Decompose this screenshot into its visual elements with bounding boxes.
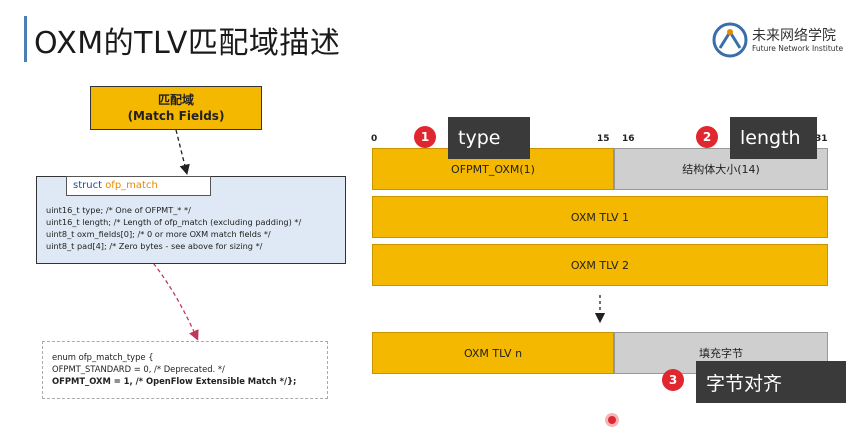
struct-name: ofp_match xyxy=(105,180,158,191)
field-padding-label: 填充字节 xyxy=(699,347,743,360)
laser-pointer-dot xyxy=(608,416,616,424)
bit-label-31: 31 xyxy=(815,134,828,144)
enum-line: OFPMT_STANDARD = 0, /* Deprecated. */ xyxy=(52,364,225,374)
code-line: uint16_t type; /* One of OFPMT_* */ xyxy=(46,205,191,215)
logo-chinese-name: 未来网络学院 xyxy=(752,28,836,44)
match-fields-box: 匹配域 (Match Fields) xyxy=(90,86,262,130)
match-fields-arrow xyxy=(175,129,190,176)
bit-label-15: 15 xyxy=(597,134,610,144)
callout-badge-2: 2 xyxy=(696,126,718,148)
enum-line: OFPMT_OXM = 1, /* OpenFlow Extensible Ma… xyxy=(52,376,297,386)
field-oxm-tlv-2: OXM TLV 2 xyxy=(372,244,828,286)
field-length-label: 结构体大小(14) xyxy=(682,163,760,176)
field-oxm-tlv-1-label: OXM TLV 1 xyxy=(570,210,630,224)
logo-english-name: Future Network Institute xyxy=(752,44,844,53)
struct-keyword: struct xyxy=(73,180,102,191)
callout-length: length xyxy=(730,117,817,159)
struct-name-tag: struct ofp_match xyxy=(66,176,211,196)
title-accent-bar xyxy=(24,16,27,62)
callout-badge-3: 3 xyxy=(662,369,684,391)
code-line: uint16_t length; /* Length of ofp_match … xyxy=(46,217,302,227)
struct-code: uint16_t type; /* One of OFPMT_* */ uint… xyxy=(46,204,301,252)
match-fields-title: 匹配域 xyxy=(157,93,194,107)
field-type: OFPMT_OXM(1) xyxy=(372,148,614,190)
page-title: OXM的TLV匹配域描述 xyxy=(34,26,341,61)
field-oxm-tlv-2-label: OXM TLV 2 xyxy=(570,258,630,272)
callout-badge-1: 1 xyxy=(414,126,436,148)
field-oxm-tlv-n-label: OXM TLV n xyxy=(463,346,523,360)
bit-label-0: 0 xyxy=(371,134,378,144)
type-enum-arrow xyxy=(103,213,199,341)
field-oxm-tlv-n: OXM TLV n xyxy=(372,332,614,374)
callout-type: type xyxy=(448,117,530,159)
enum-box xyxy=(42,341,328,399)
callout-byte-alignment: 字节对齐 xyxy=(696,361,846,403)
code-line: uint8_t pad[4]; /* Zero bytes - see abov… xyxy=(46,241,263,251)
match-fields-subtitle: (Match Fields) xyxy=(127,109,225,123)
institute-logo-icon xyxy=(712,22,748,58)
enum-code: enum ofp_match_type { OFPMT_STANDARD = 0… xyxy=(52,351,296,387)
field-oxm-tlv-1: OXM TLV 1 xyxy=(372,196,828,238)
enum-line: enum ofp_match_type { xyxy=(52,352,154,362)
code-line: uint8_t oxm_fields[0]; /* 0 or more OXM … xyxy=(46,229,271,239)
field-type-label: OFPMT_OXM(1) xyxy=(451,162,535,176)
bit-label-16: 16 xyxy=(622,134,635,144)
